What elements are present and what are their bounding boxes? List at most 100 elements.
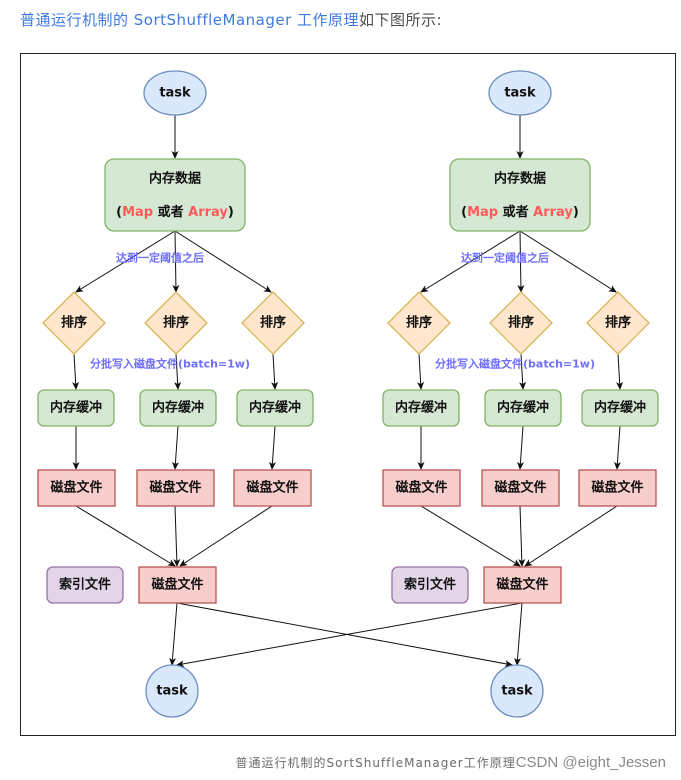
group-2-task-top-shape — [488, 70, 552, 116]
group-2-edge-buffer-to-disk-3 — [613, 425, 621, 470]
group-2-disk-file-node-1-shape — [382, 469, 461, 507]
group-1-edge-memory-to-sort-1 — [75, 230, 176, 293]
group-1-disk-file-node-1-shape — [37, 469, 116, 507]
intro-link[interactable]: 普通运行机制的 SortShuffleManager 工作原理 — [20, 11, 360, 29]
group-2-sort-label-1: 排序 — [406, 315, 432, 331]
group-2-buffer-label-3: 内存缓冲 — [594, 400, 646, 416]
group-2-sort-node-2: 排序 — [489, 291, 553, 355]
intro-rest: 如下图所示: — [359, 11, 443, 29]
group-1-task-top-shape — [143, 70, 207, 116]
group-1-threshold-note: 达到一定阈值之后 — [116, 251, 204, 265]
group-2-sort-diamond-2 — [489, 291, 553, 355]
group-1-edge-memory-to-sort-3 — [174, 230, 272, 293]
group-1-merged-disk-file-node-shape — [138, 566, 217, 604]
group-2-sort-node-3: 排序 — [586, 291, 650, 355]
group-1-disk-file-label-1: 磁盘文件 — [50, 480, 102, 496]
group-2-merged-disk-file-node: 磁盘文件 — [483, 566, 562, 604]
group-1-edge-merged-to-task-1 — [169, 602, 178, 666]
group-2-disk-file-label-1: 磁盘文件 — [395, 480, 447, 496]
group-2-disk-file-node-2-shape — [481, 469, 560, 507]
task-bottom-2: task — [490, 664, 544, 718]
group-1-index-file-label: 索引文件 — [59, 577, 111, 593]
group-1-batch-note: 分批写入磁盘文件(batch=1w) — [90, 357, 250, 371]
group-2-sort-node-1: 排序 — [387, 291, 451, 355]
group-2-buffer-label-2: 内存缓冲 — [497, 400, 549, 416]
group-1-disk-file-node-1: 磁盘文件 — [37, 469, 116, 507]
group-2-edge-merged-to-task-1 — [176, 602, 523, 668]
group-1-memory-data-node-shape — [104, 158, 246, 232]
caption-brand: CSDN @eight_Jessen — [515, 754, 666, 771]
group-1-buffer-node-3-shape — [236, 389, 314, 427]
task-bottom-1-shape — [145, 664, 199, 718]
group-1-edge-sort-to-buffer-2 — [174, 353, 182, 390]
group-1-disk-file-label-2: 磁盘文件 — [149, 480, 201, 496]
group-1-edge-disk-to-merged-2 — [173, 505, 181, 567]
group-1-buffer-label-3: 内存缓冲 — [249, 400, 301, 416]
group-2-disk-file-node-1: 磁盘文件 — [382, 469, 461, 507]
nodes: task内存数据(Map 或者 Array)排序排序排序达到一定阈值之后内存缓冲… — [37, 70, 659, 718]
group-2-disk-file-node-3: 磁盘文件 — [578, 469, 657, 507]
group-2-sort-diamond-1 — [387, 291, 451, 355]
group-2-edge-disk-to-merged-1 — [420, 505, 521, 567]
group-2-buffer-node-1-shape — [382, 389, 460, 427]
diagram-frame — [20, 53, 676, 736]
group-1-memory-data-title: 内存数据 — [149, 171, 201, 187]
group-1-disk-file-node-2: 磁盘文件 — [136, 469, 215, 507]
group-1-edge-sort-to-buffer-1 — [72, 353, 80, 390]
group-2-sort-diamond-3 — [586, 291, 650, 355]
group-2-disk-file-label-3: 磁盘文件 — [591, 480, 643, 496]
group-2-edge-merged-to-task-2 — [514, 602, 523, 666]
group-1-buffer-node-2: 内存缓冲 — [139, 389, 217, 427]
intro-sentence: 普通运行机制的 SortShuffleManager 工作原理如下图所示: — [20, 9, 442, 30]
group-1-memory-data-node: 内存数据(Map 或者 Array) — [104, 158, 246, 232]
group-2-buffer-node-2: 内存缓冲 — [484, 389, 562, 427]
image-caption: 普通运行机制的SortShuffleManager工作原理CSDN @eight… — [236, 752, 667, 771]
edges — [72, 115, 624, 668]
group-1-edge-merged-to-task-2 — [176, 602, 513, 668]
task-bottom-1: task — [145, 664, 199, 718]
group-1-edge-sort-to-buffer-3 — [271, 353, 279, 390]
group-2-edge-memory-to-sort-3 — [519, 230, 617, 293]
group-2-edge-sort-to-buffer-1 — [417, 353, 425, 390]
group-2-edge-memory-to-sort-1 — [420, 230, 521, 293]
group-1-buffer-label-2: 内存缓冲 — [152, 400, 204, 416]
group-1-sort-node-2: 排序 — [144, 291, 208, 355]
group-1-task-top: task — [143, 70, 207, 116]
group-1-edge-buffer-to-disk-3 — [268, 425, 276, 470]
group-2-edge-sort-to-buffer-2 — [519, 353, 527, 390]
group-1-index-file-node: 索引文件 — [46, 566, 124, 604]
group-1-edge-disk-to-merged-1 — [75, 505, 176, 567]
task-bottom-1-label: task — [156, 684, 188, 699]
group-2-merged-disk-file-label: 磁盘文件 — [496, 577, 548, 593]
group-2-memory-data-subtitle: (Map 或者 Array) — [461, 204, 579, 220]
group-1-edge-memory-to-sort-2 — [172, 230, 180, 293]
caption-title: 普通运行机制的SortShuffleManager工作原理 — [235, 756, 516, 770]
group-1-merged-disk-file-label: 磁盘文件 — [151, 577, 203, 593]
group-1-buffer-label-1: 内存缓冲 — [50, 400, 102, 416]
group-2-task-top-label: task — [504, 86, 536, 101]
group-2-index-file-label: 索引文件 — [404, 577, 456, 593]
group-1-buffer-node-1-shape — [37, 389, 115, 427]
group-2-task-top: task — [488, 70, 552, 116]
group-2-index-file-node: 索引文件 — [391, 566, 469, 604]
group-2-disk-file-node-2: 磁盘文件 — [481, 469, 560, 507]
group-1-sort-diamond-2 — [144, 291, 208, 355]
group-2-edge-disk-to-merged-3 — [524, 505, 618, 567]
group-1-task-top-label: task — [159, 86, 191, 101]
group-2-buffer-node-1: 内存缓冲 — [382, 389, 460, 427]
group-1-buffer-node-3: 内存缓冲 — [236, 389, 314, 427]
group-1-sort-label-2: 排序 — [163, 315, 189, 331]
group-1-disk-file-node-3: 磁盘文件 — [233, 469, 312, 507]
group-1-edge-disk-to-merged-3 — [179, 505, 273, 567]
group-2-edge-buffer-to-disk-2 — [516, 425, 524, 470]
group-1-edge-buffer-to-disk-2 — [171, 425, 179, 470]
group-2-edge-disk-to-merged-2 — [518, 505, 526, 567]
group-2-memory-data-node-shape — [449, 158, 591, 232]
group-2-batch-note: 分批写入磁盘文件(batch=1w) — [435, 357, 595, 371]
group-2-disk-file-label-2: 磁盘文件 — [494, 480, 546, 496]
group-2-index-file-node-shape — [391, 566, 469, 604]
group-1-disk-file-label-3: 磁盘文件 — [246, 480, 298, 496]
group-1-sort-label-1: 排序 — [61, 315, 87, 331]
group-1-sort-label-3: 排序 — [260, 315, 286, 331]
